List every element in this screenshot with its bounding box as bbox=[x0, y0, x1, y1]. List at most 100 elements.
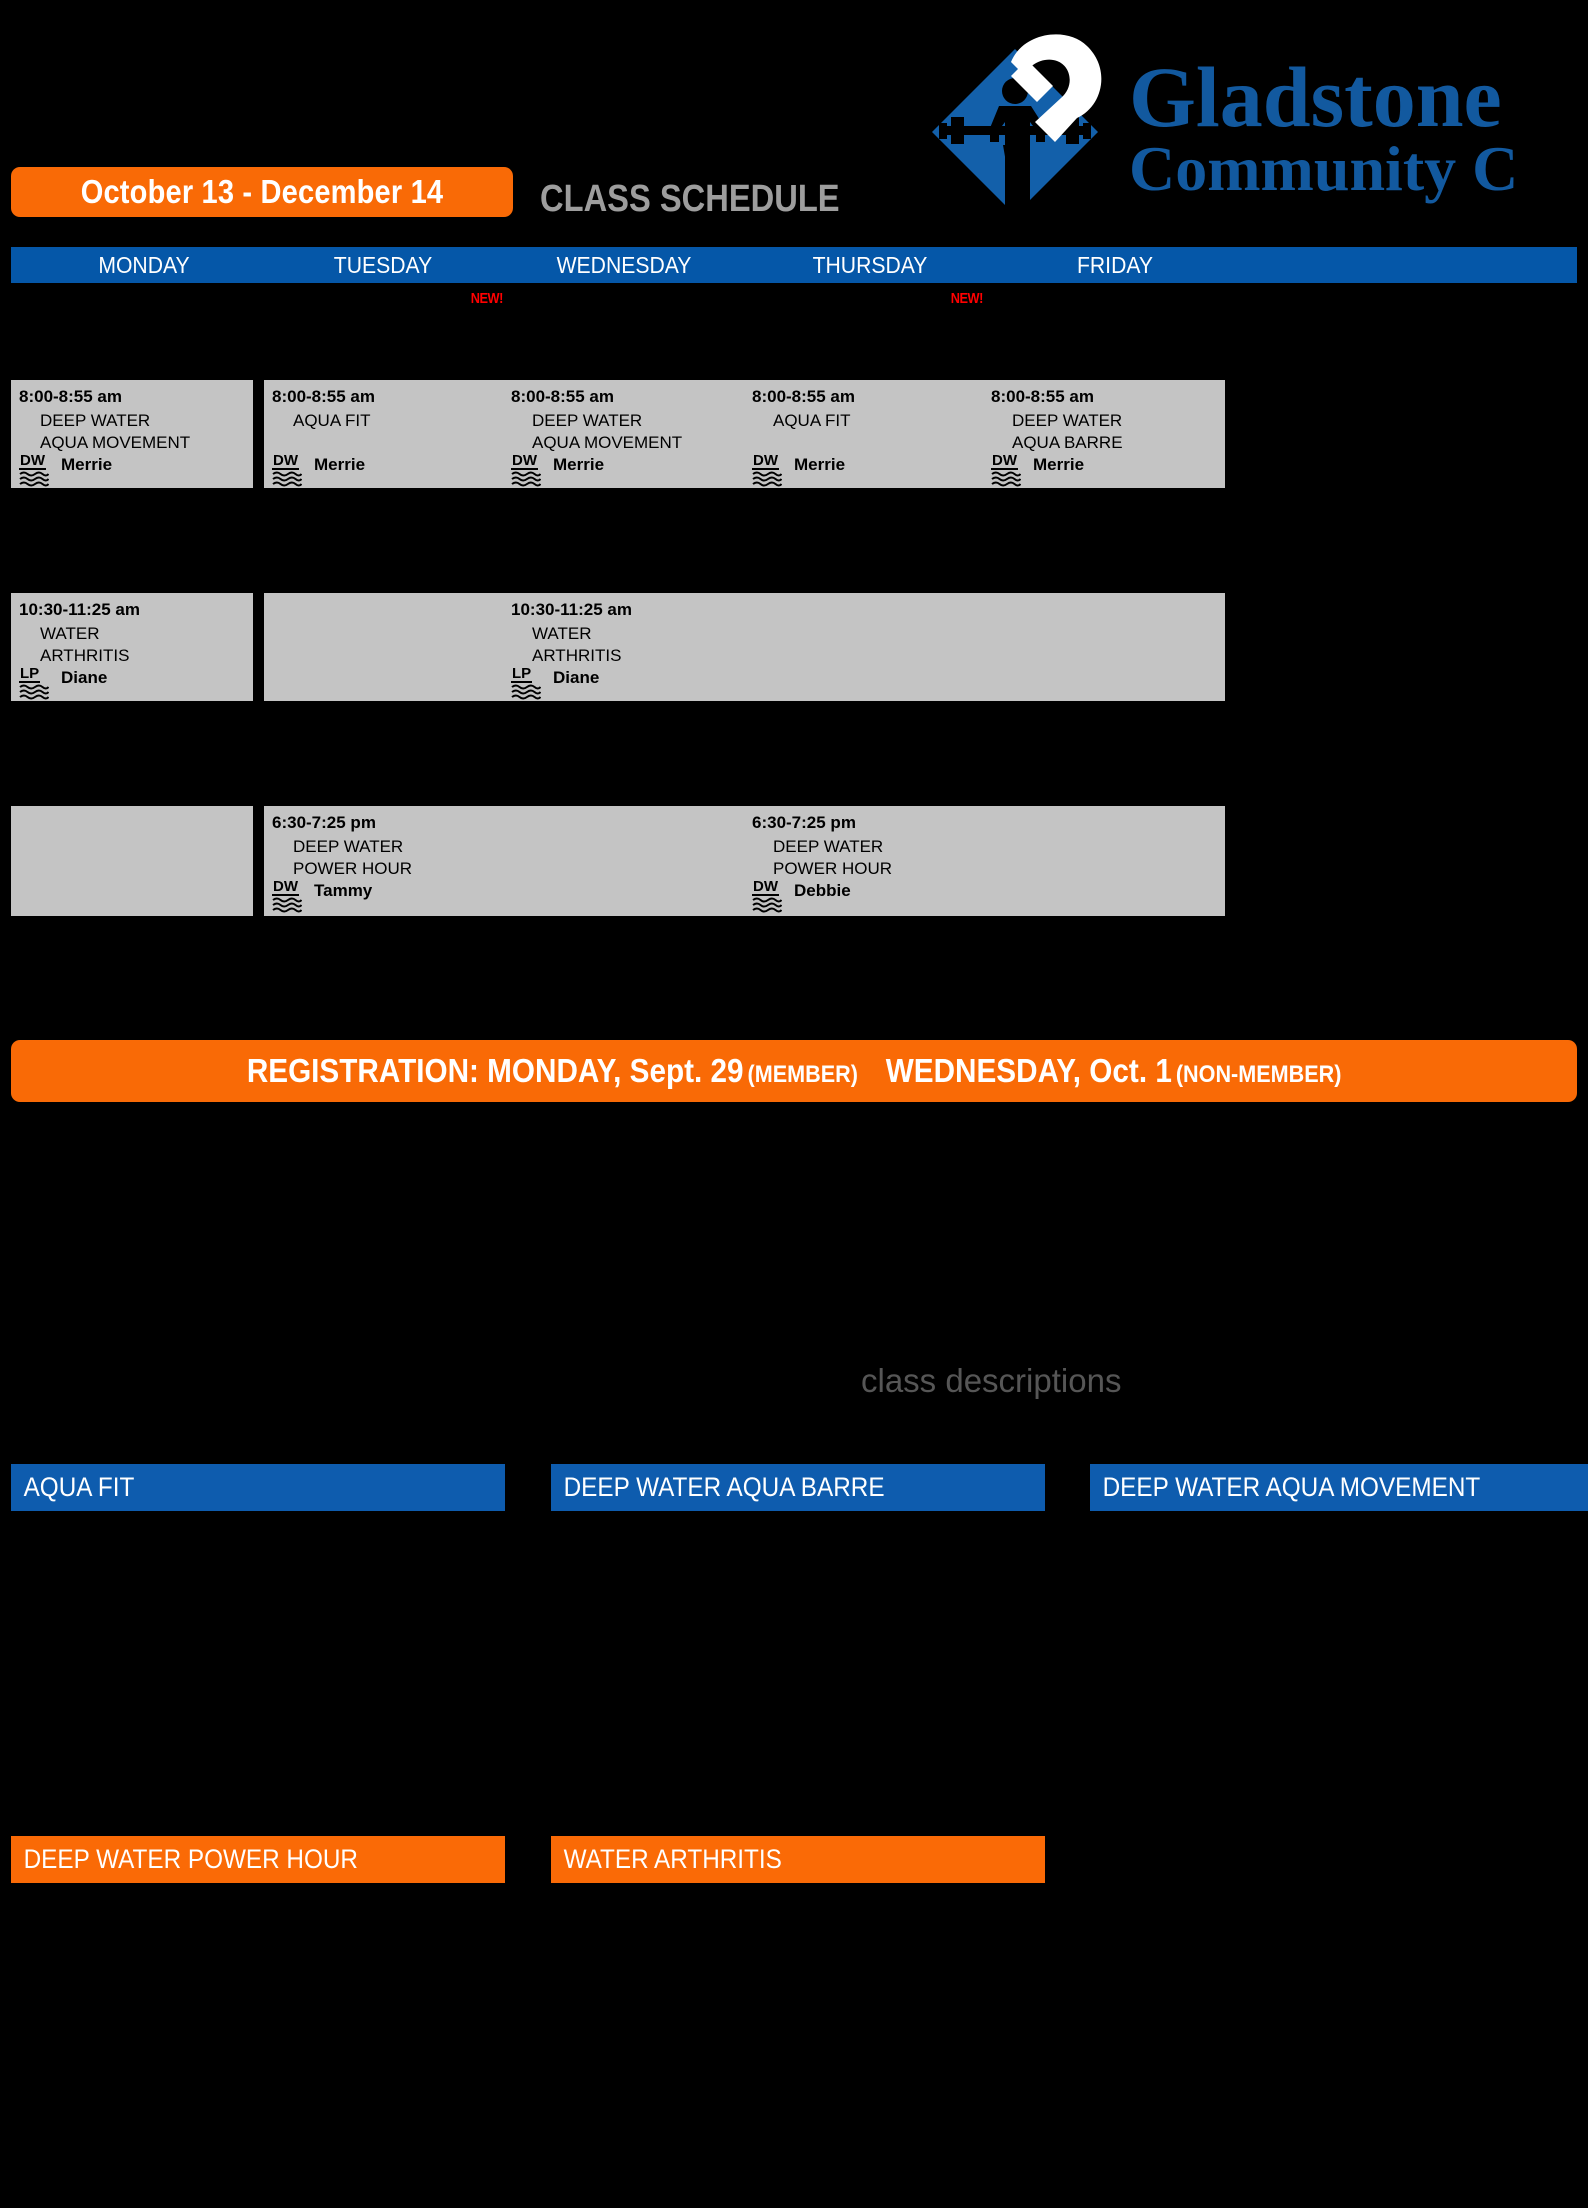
class-description-label: AQUA FIT bbox=[23, 1472, 135, 1502]
day-header-wednesday: WEDNESDAY bbox=[556, 252, 692, 278]
level-abbr: LP bbox=[511, 665, 533, 683]
slot-gap bbox=[11, 285, 253, 380]
class-name-line1: DEEP WATER bbox=[1012, 411, 1123, 430]
class-description-label: DEEP WATER AQUA BARRE bbox=[563, 1472, 885, 1502]
class-name-line2: AQUA BARRE bbox=[1012, 433, 1123, 452]
class-description-deep-water-aqua-movement[interactable]: DEEP WATER AQUA MOVEMENT bbox=[1090, 1464, 1588, 1511]
day-header-tuesday: TUESDAY bbox=[333, 252, 433, 278]
class-instructor: Merrie bbox=[553, 455, 605, 474]
class-time: 6:30-7:25 pm bbox=[272, 813, 376, 832]
water-level-dw-icon: DW bbox=[991, 452, 1031, 487]
class-name-line1: DEEP WATER bbox=[532, 411, 643, 430]
level-abbr: LP bbox=[19, 665, 41, 683]
slot-gap bbox=[744, 488, 986, 593]
logo-line1: Gladstone bbox=[1129, 49, 1502, 145]
slot-gap bbox=[264, 701, 506, 806]
class-time: 10:30-11:25 am bbox=[19, 600, 140, 619]
class-time: 8:00-8:55 am bbox=[511, 387, 615, 406]
class-name-line2: POWER HOUR bbox=[773, 859, 892, 878]
class-name-line1: DEEP WATER bbox=[773, 837, 884, 856]
class-descriptions-heading: class descriptions bbox=[861, 1362, 1122, 1399]
gladstone-community-center-logo: Gladstone Community Center bbox=[915, 14, 1515, 219]
class-instructor: Merrie bbox=[314, 455, 366, 474]
water-level-dw-icon: DW bbox=[19, 452, 59, 487]
class-name-line1: WATER bbox=[532, 624, 592, 643]
class-name-line2: AQUA MOVEMENT bbox=[40, 433, 191, 452]
water-level-dw-icon: DW bbox=[752, 878, 792, 913]
slot-gap bbox=[983, 701, 1225, 806]
class-name-line2: AQUA MOVEMENT bbox=[532, 433, 683, 452]
slot-gap bbox=[983, 285, 1225, 380]
class-description-aqua-fit[interactable]: AQUA FIT bbox=[11, 1464, 505, 1511]
slot-gap bbox=[11, 701, 253, 806]
class-name-line1: WATER bbox=[40, 624, 100, 643]
class-instructor: Debbie bbox=[794, 881, 851, 900]
class-instructor: Tammy bbox=[314, 881, 373, 900]
water-level-dw-icon: DW bbox=[511, 452, 551, 487]
level-abbr: DW bbox=[272, 452, 299, 470]
class-name-line1: AQUA FIT bbox=[293, 411, 371, 430]
class-name-line1: DEEP WATER bbox=[40, 411, 151, 430]
class-instructor: Diane bbox=[61, 668, 108, 687]
class-description-label: DEEP WATER AQUA MOVEMENT bbox=[1102, 1472, 1481, 1502]
class-description-water-arthritis[interactable]: WATER ARTHRITIS bbox=[551, 1836, 1045, 1883]
day-header-monday: MONDAY bbox=[98, 252, 190, 278]
level-abbr: DW bbox=[991, 452, 1018, 470]
level-abbr: DW bbox=[272, 878, 299, 896]
empty-slot bbox=[983, 593, 1225, 701]
class-description-deep-water-aqua-barre[interactable]: DEEP WATER AQUA BARRE bbox=[551, 1464, 1045, 1511]
level-abbr: DW bbox=[752, 878, 779, 896]
empty-slot bbox=[983, 806, 1225, 916]
class-time: 8:00-8:55 am bbox=[19, 387, 123, 406]
class-description-label: DEEP WATER POWER HOUR bbox=[23, 1844, 358, 1874]
registration-member-note: (MEMBER) bbox=[747, 1061, 858, 1088]
page-title: CLASS SCHEDULE bbox=[540, 178, 840, 220]
registration-lead: REGISTRATION: MONDAY, Sept. 29 bbox=[246, 1052, 744, 1089]
class-description-deep-water-power-hour[interactable]: DEEP WATER POWER HOUR bbox=[11, 1836, 505, 1883]
slot-gap bbox=[264, 488, 506, 593]
class-name-line1: AQUA FIT bbox=[773, 411, 851, 430]
class-time: 8:00-8:55 am bbox=[272, 387, 376, 406]
empty-slot bbox=[744, 593, 986, 701]
empty-slot bbox=[503, 806, 745, 916]
water-level-dw-icon: DW bbox=[752, 452, 792, 487]
water-level-dw-icon: DW bbox=[272, 452, 312, 487]
date-range-badge: October 13 - December 14 bbox=[11, 167, 513, 217]
slot-gap bbox=[744, 701, 986, 806]
slot-gap bbox=[503, 488, 745, 593]
class-description-label: WATER ARTHRITIS bbox=[563, 1844, 782, 1874]
slot-gap bbox=[11, 488, 253, 593]
class-instructor: Diane bbox=[553, 668, 600, 687]
empty-slot bbox=[264, 593, 506, 701]
class-time: 8:00-8:55 am bbox=[752, 387, 856, 406]
slot-gap: NEW! bbox=[264, 285, 506, 380]
class-slot[interactable]: 8:00-8:55 am AQUA FIT DW Merrie bbox=[264, 380, 506, 488]
class-time: 6:30-7:25 pm bbox=[752, 813, 856, 832]
registration-nonmember-note: (NON-MEMBER) bbox=[1175, 1061, 1342, 1088]
class-instructor: Merrie bbox=[61, 455, 113, 474]
slot-gap bbox=[983, 488, 1225, 593]
registration-banner: REGISTRATION: MONDAY, Sept. 29 (MEMBER) … bbox=[11, 1040, 1577, 1102]
slot-gap bbox=[503, 285, 745, 380]
level-abbr: DW bbox=[511, 452, 538, 470]
schedule-column-tuesday: NEW! 8:00-8:55 am AQUA FIT DW Merrie 6:30-7:2… bbox=[264, 285, 506, 965]
water-level-dw-icon: DW bbox=[272, 878, 312, 913]
water-level-lp-icon: LP bbox=[511, 665, 551, 700]
slot-gap: NEW! bbox=[744, 285, 986, 380]
level-abbr: DW bbox=[752, 452, 779, 470]
class-name-line2: ARTHRITIS bbox=[40, 646, 130, 665]
